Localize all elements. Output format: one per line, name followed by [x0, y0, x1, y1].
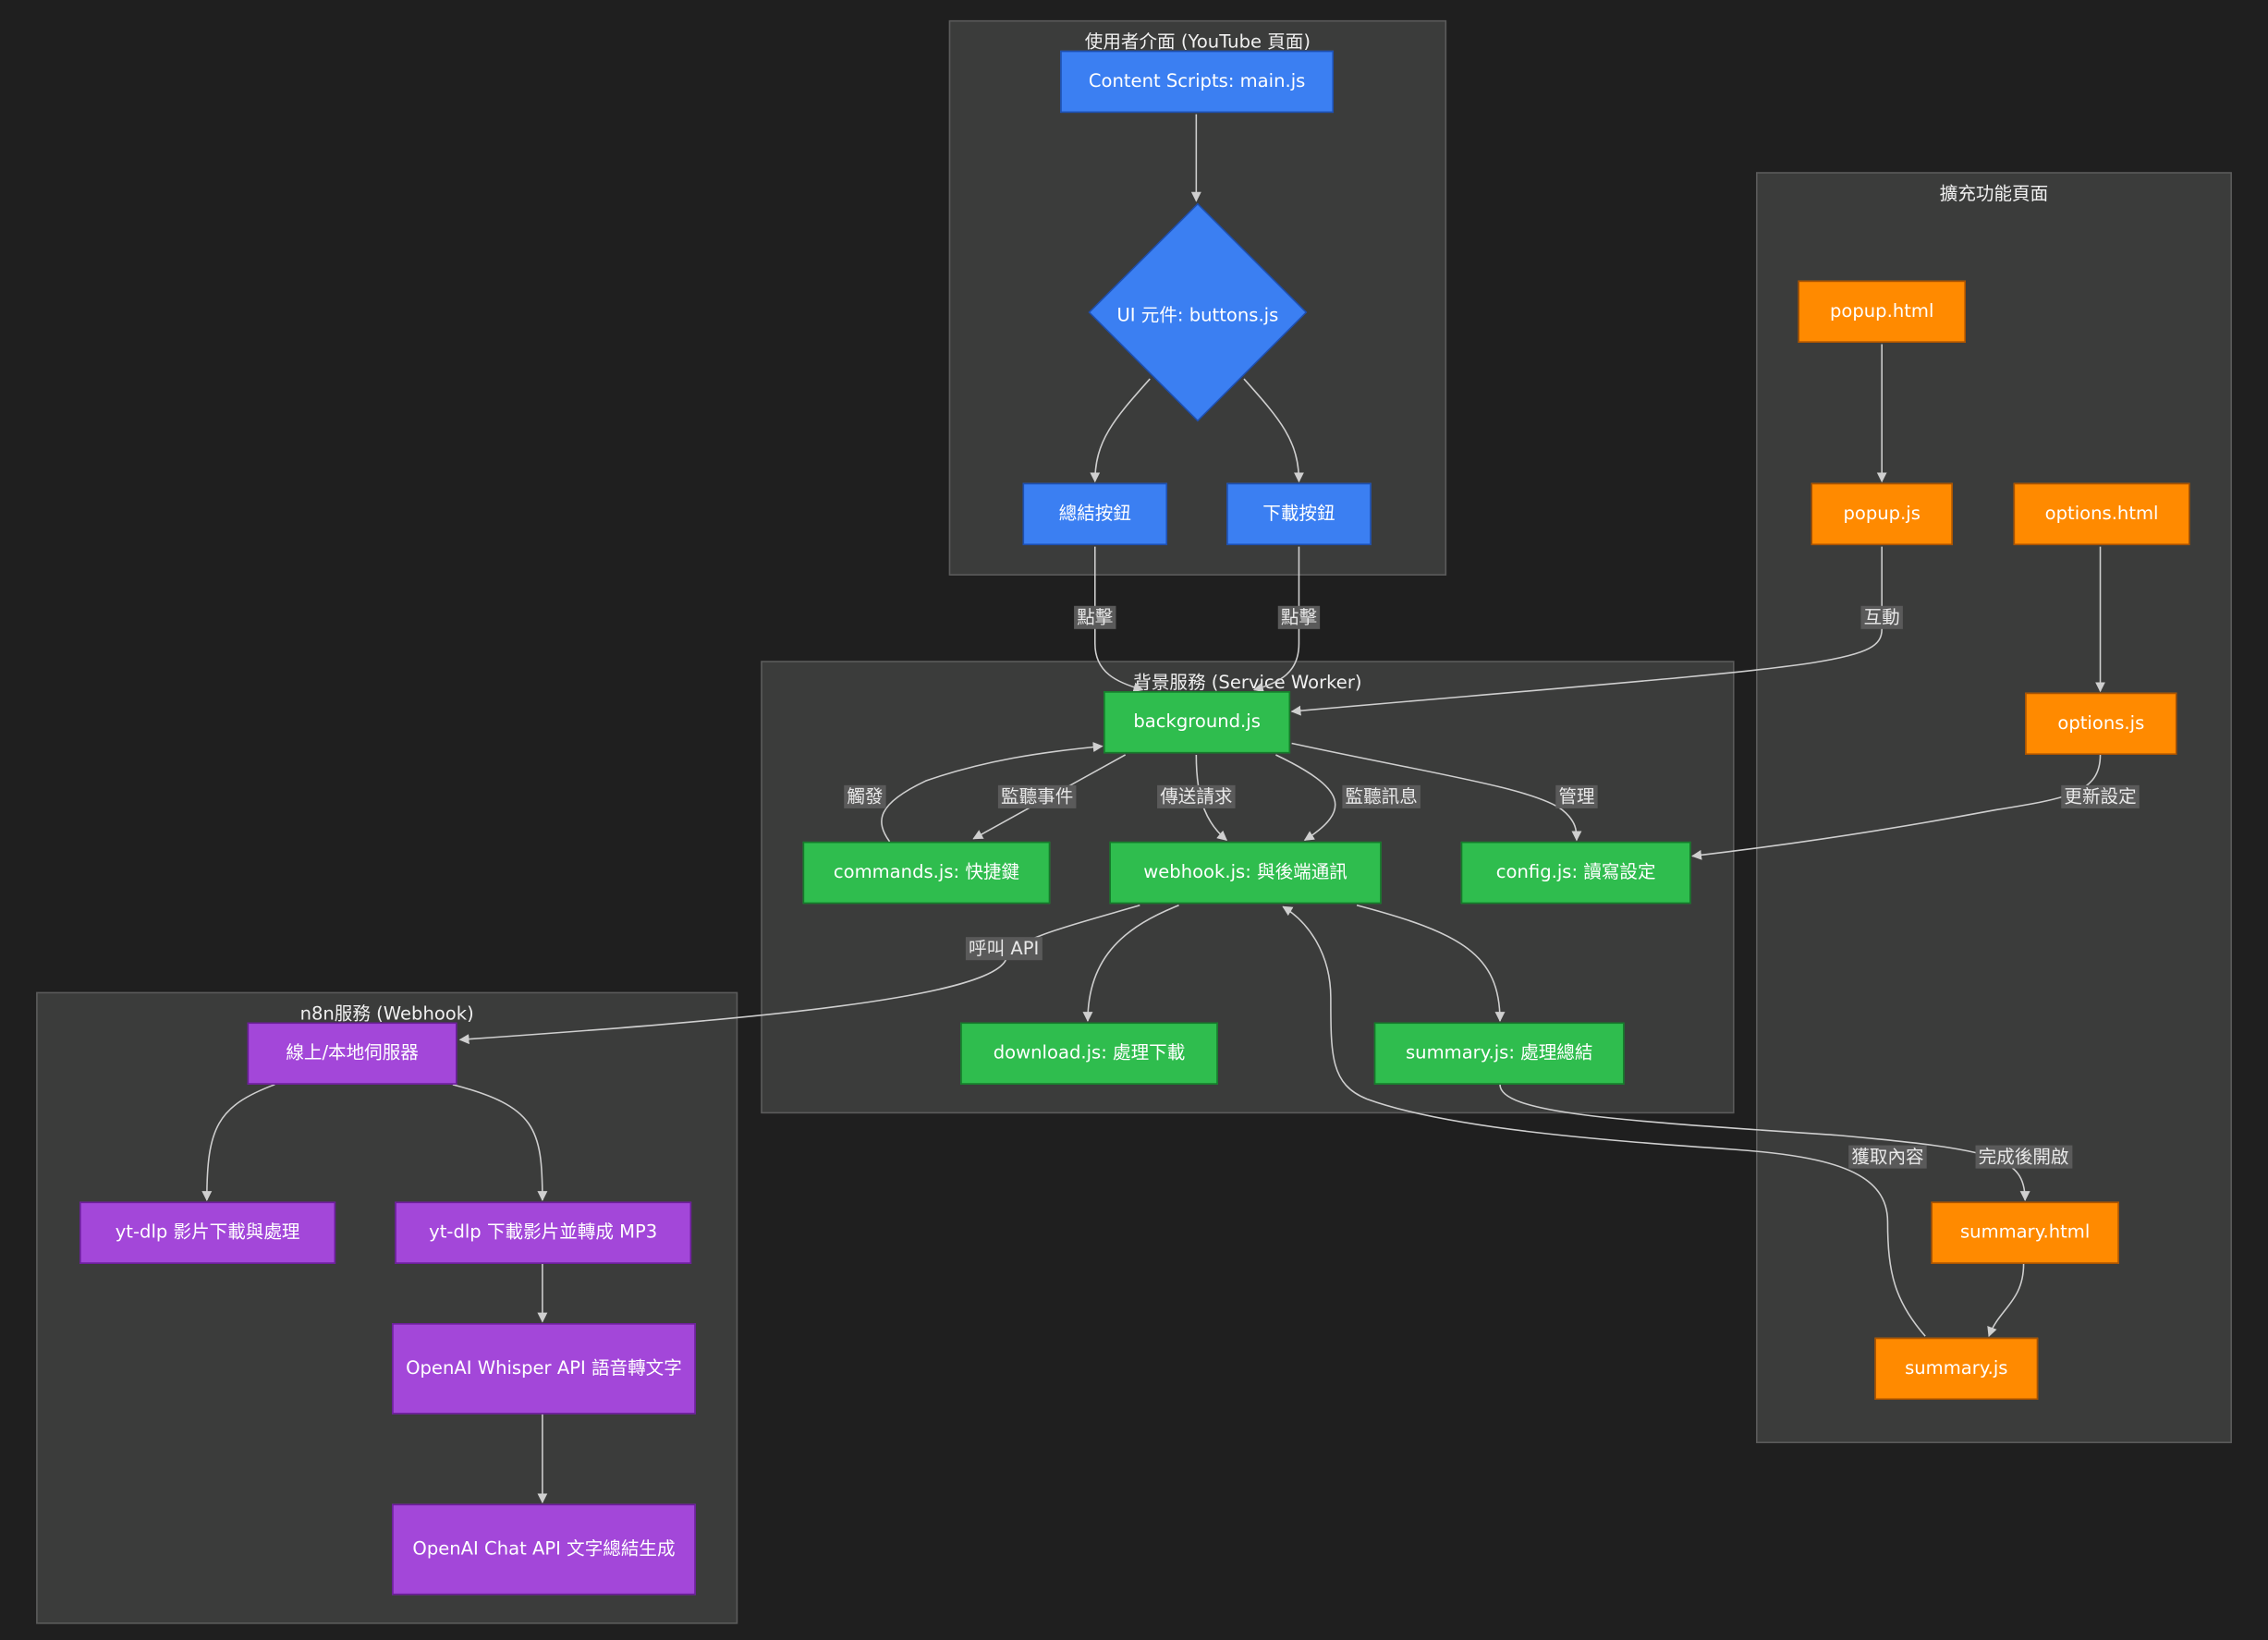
node-popup-html: popup.html — [1798, 280, 1966, 343]
cluster-extension-title: 擴充功能頁面 — [1939, 182, 2049, 204]
edge-label-interact: 互動 — [1860, 605, 1903, 629]
cluster-ui-title: 使用者介面 (YouTube 頁面) — [1084, 30, 1311, 53]
edge-summaryjs-to-webhook — [1282, 905, 1926, 1337]
diamond-shape — [1088, 202, 1308, 422]
edge-optionsjs-to-config — [1691, 754, 2102, 860]
edge-background-to-webhook-2 — [1275, 754, 1336, 841]
edge-webhook-to-server — [458, 905, 1140, 1045]
edge-label-call-api: 呼叫 API — [965, 937, 1043, 961]
node-summary-js-ext: summary.js — [1874, 1337, 2039, 1401]
edge-label-listen-message: 監聽訊息 — [1342, 784, 1421, 808]
node-whisper: OpenAI Whisper API 語音轉文字 — [392, 1323, 696, 1415]
node-ytdlp-mp3: yt-dlp 下載影片並轉成 MP3 — [395, 1201, 692, 1264]
cluster-n8n-title: n8n服務 (Webhook) — [299, 1002, 474, 1025]
cluster-background-title: 背景服務 (Service Worker) — [1133, 671, 1362, 693]
edge-server-to-ytdlp — [201, 1084, 275, 1202]
node-options-js: options.js — [2025, 692, 2177, 755]
edge-buttons-to-download — [1243, 378, 1304, 483]
edge-summaryhtml-to-summaryjs — [1987, 1263, 2025, 1338]
node-buttons-js: UI 元件: buttons.js — [1088, 202, 1308, 422]
node-webhook-js: webhook.js: 與後端通訊 — [1109, 841, 1382, 905]
node-summarize-button: 總結按鈕 — [1022, 482, 1168, 546]
node-main-js: Content Scripts: main.js — [1060, 50, 1335, 114]
node-options-html: options.html — [2013, 482, 2190, 546]
node-download-button: 下載按鈕 — [1226, 482, 1372, 546]
edge-label-click-download: 點擊 — [1277, 605, 1321, 629]
edge-label-fetch-content: 獲取內容 — [1848, 1145, 1927, 1169]
node-buttons-label: UI 元件: buttons.js — [1116, 302, 1279, 325]
edge-background-to-config — [1291, 742, 1582, 842]
edge-buttons-to-summarize — [1090, 378, 1151, 483]
edge-background-to-webhook — [1195, 754, 1228, 842]
node-summary-html: summary.html — [1931, 1201, 2119, 1264]
edge-label-trigger: 觸發 — [844, 784, 886, 808]
edge-label-update-settings: 更新設定 — [2061, 784, 2140, 808]
edge-label-click-summarize: 點擊 — [1074, 605, 1116, 629]
edge-summarize-to-background — [1093, 546, 1144, 693]
node-download-js: download.js: 處理下載 — [960, 1022, 1218, 1085]
edge-commands-to-background — [881, 742, 1104, 843]
node-server: 線上/本地伺服器 — [247, 1022, 457, 1085]
edge-label-manage: 管理 — [1555, 784, 1598, 808]
edge-label-open-after: 完成後開啟 — [1975, 1145, 2072, 1169]
edge-summaryjs-bg-to-summary-html — [1499, 1084, 2030, 1202]
node-summary-js-bg: summary.js: 處理總結 — [1373, 1022, 1625, 1085]
node-chat: OpenAI Chat API 文字總結生成 — [392, 1503, 696, 1596]
edge-webhook-to-download — [1082, 905, 1179, 1023]
node-config-js: config.js: 讀寫設定 — [1460, 841, 1691, 905]
edge-server-to-mp3 — [452, 1084, 548, 1202]
node-ytdlp-download: yt-dlp 影片下載與處理 — [79, 1201, 336, 1264]
edge-label-listen-event: 監聽事件 — [997, 784, 1077, 808]
edge-webhook-to-summary — [1356, 904, 1506, 1023]
node-commands-js: commands.js: 快捷鍵 — [802, 841, 1051, 905]
edge-popupjs-to-background — [1290, 546, 1883, 716]
node-background-js: background.js — [1104, 691, 1291, 754]
edge-label-send-request: 傳送請求 — [1157, 784, 1236, 808]
edge-download-to-background — [1252, 546, 1300, 693]
node-popup-js: popup.js — [1811, 482, 1953, 546]
